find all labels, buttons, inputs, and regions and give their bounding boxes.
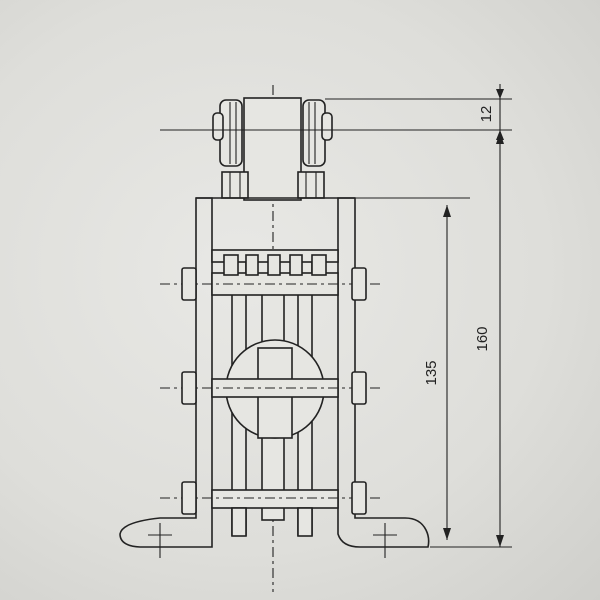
dim-12-label: 12 — [478, 106, 495, 123]
upper-clamp — [211, 249, 339, 296]
bottom-crossbar — [211, 489, 339, 509]
right-top-nut — [297, 171, 325, 199]
left-bracket — [119, 197, 213, 548]
center-shaft — [243, 97, 302, 201]
dim-135-label: 135 — [423, 360, 440, 385]
dimension-160: 160 — [430, 132, 512, 548]
right-bolts — [351, 267, 367, 515]
dimension-135: 135 — [355, 197, 470, 540]
left-bolts — [181, 267, 197, 515]
dim-160-label: 160 — [474, 326, 491, 351]
right-bracket — [337, 197, 430, 548]
left-top-nut — [221, 171, 249, 199]
right-roller — [302, 99, 333, 167]
left-roller — [212, 99, 243, 167]
